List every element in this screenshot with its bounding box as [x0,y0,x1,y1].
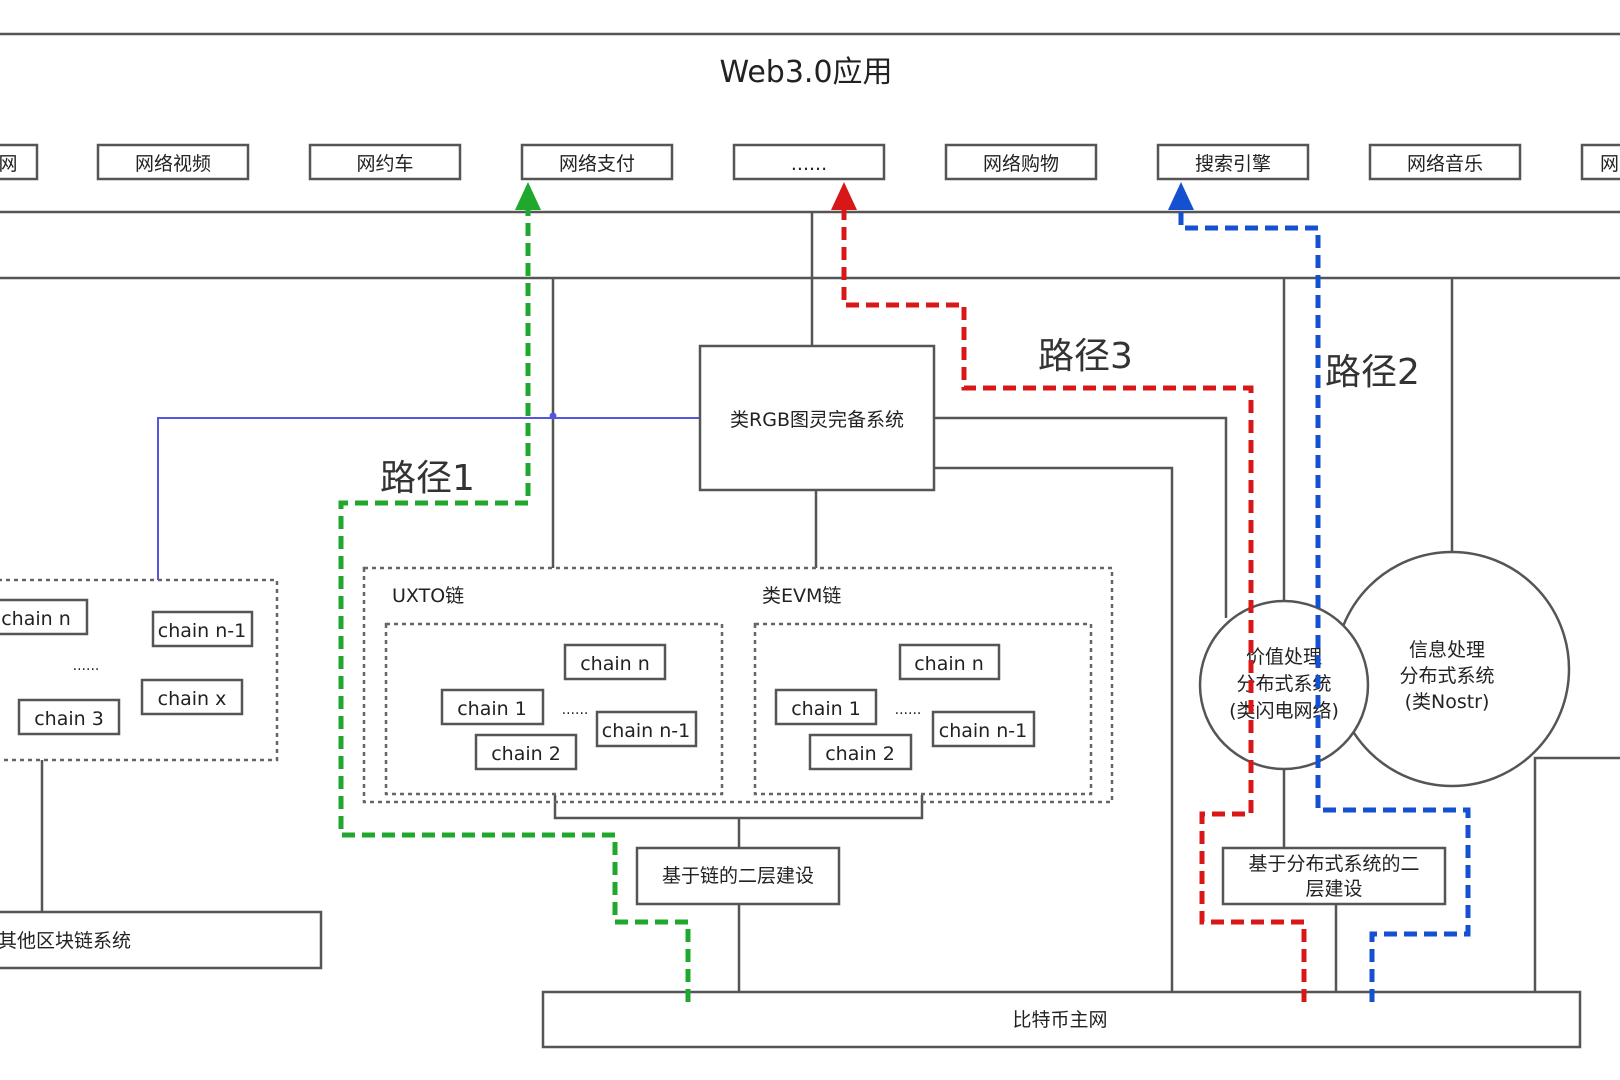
app-box-ellipsis [732,143,886,181]
evm-chain-n-1-label: chain n-1 [939,720,1027,742]
left-group-frame [0,578,279,762]
utxo-chain-n-1-box [595,710,698,748]
app-box-music [1368,143,1522,181]
blue-link-dot [549,412,557,420]
evm-chain-n-box [898,643,1001,681]
path3-label: 路径3 [1038,336,1133,377]
layer2-chain-box [635,846,841,906]
left-chain-3-label: chain 3 [34,708,104,730]
evm-chain-2-label: chain 2 [825,743,895,765]
value-processing-circle [1198,599,1370,771]
evm-group: 类EVM链 chain n chain 1 ...... chain n-1 c… [753,585,1093,796]
info-circle-line3: (类Nostr) [1405,691,1490,713]
path2-route [1178,208,1471,1002]
path1-arrow [515,182,541,210]
utxo-label: UXTO链 [392,585,464,607]
evm-chain-1-box [774,688,878,726]
app-box-payment [520,143,674,181]
app-box-video [96,143,250,181]
utxo-chain-2-label: chain 2 [491,743,561,765]
app-label-partial-left: 网 [0,153,18,175]
utxo-ellipsis: ...... [562,702,589,718]
path1-label: 路径1 [380,458,475,499]
app-label-shopping: 网络购物 [983,153,1059,175]
evm-chain-n-1-box [931,710,1036,748]
layer2-dist-label-line1: 基于分布式系统的二 [1248,853,1419,875]
app-label-music: 网络音乐 [1407,153,1483,175]
app-label-ellipsis: ...... [791,153,827,175]
utxo-chain-2-box [474,733,578,771]
left-chain-x-box [140,678,244,716]
path1-route [338,208,691,1002]
value-circle-line3: (类闪电网络) [1229,700,1339,722]
other-chains-label: 其他区块链系统 [0,930,131,952]
path3-arrow [831,182,857,210]
left-chain-n-1-label: chain n-1 [158,620,246,642]
utxo-chain-n-box [563,643,667,681]
left-chain-3-box [17,698,121,736]
rgb-system-box [698,344,936,492]
evm-chain-1-label: chain 1 [791,698,861,720]
bitcoin-mainnet-box [541,990,1582,1049]
left-chain-n-1-box [151,610,254,648]
chains-outer-frame [362,566,1114,804]
path2-label: 路径2 [1325,352,1420,393]
evm-frame [753,622,1093,796]
layer2-chain-label: 基于链的二层建设 [662,865,814,887]
connector-rgb-right1 [934,416,1228,618]
info-circle-line1: 信息处理 [1409,639,1485,661]
path2-arrow [1168,182,1194,210]
app-box-search [1156,143,1310,181]
left-chain-n-label: chain n [1,608,71,630]
left-chain-x-label: chain x [158,688,227,710]
layer2-dist-label-line2: 层建设 [1305,878,1362,900]
app-label-video: 网络视频 [135,153,211,175]
utxo-chain-1-box [440,688,545,726]
utxo-chain-n-label: chain n [580,653,650,675]
app-label-payment: 网络支付 [559,153,635,175]
layer2-dist-box [1221,846,1447,906]
utxo-chain-1-label: chain 1 [457,698,527,720]
app-label-ridehail: 网约车 [356,153,413,175]
left-chain-n-box [0,598,89,636]
app-box-shopping [944,143,1098,181]
app-label-search: 搜索引擎 [1195,153,1271,175]
diagram-title: Web3.0应用 [719,55,892,90]
rgb-system-label: 类RGB图灵完备系统 [730,409,904,431]
evm-ellipsis: ...... [895,702,922,718]
left-chain-group: chain n chain n-1 ...... chain x chain 3 [0,578,279,762]
evm-chain-n-label: chain n [914,653,984,675]
value-circle-line1: 价值处理 [1246,646,1322,668]
connector-bracket [553,795,924,820]
info-circle-line2: 分布式系统 [1399,665,1494,687]
value-circle-line2: 分布式系统 [1236,673,1331,695]
utxo-frame [384,622,724,796]
evm-chain-2-box [808,733,913,771]
other-chains-box [0,910,323,970]
blue-link-line [157,417,700,580]
connector-rgb-right2 [934,466,1174,992]
path3-route [841,208,1307,1002]
connector-right-edge [1533,756,1620,992]
left-ellipsis: ...... [73,658,100,674]
app-box-partial-right [1580,143,1620,181]
utxo-chain-n-1-label: chain n-1 [602,720,690,742]
app-box-partial-left [0,143,39,181]
utxo-group: UXTO链 chain n chain 1 ...... chain n-1 c… [384,585,724,796]
connectors [40,212,1620,992]
bitcoin-mainnet-label: 比特币主网 [1012,1009,1107,1031]
app-label-partial-right: 网 [1600,153,1619,175]
evm-label: 类EVM链 [762,585,841,607]
app-row: 网 网络视频 网约车 网络支付 ...... 网络购物 搜索引擎 网络音乐 网 [0,143,1620,181]
app-box-ridehail [308,143,462,181]
